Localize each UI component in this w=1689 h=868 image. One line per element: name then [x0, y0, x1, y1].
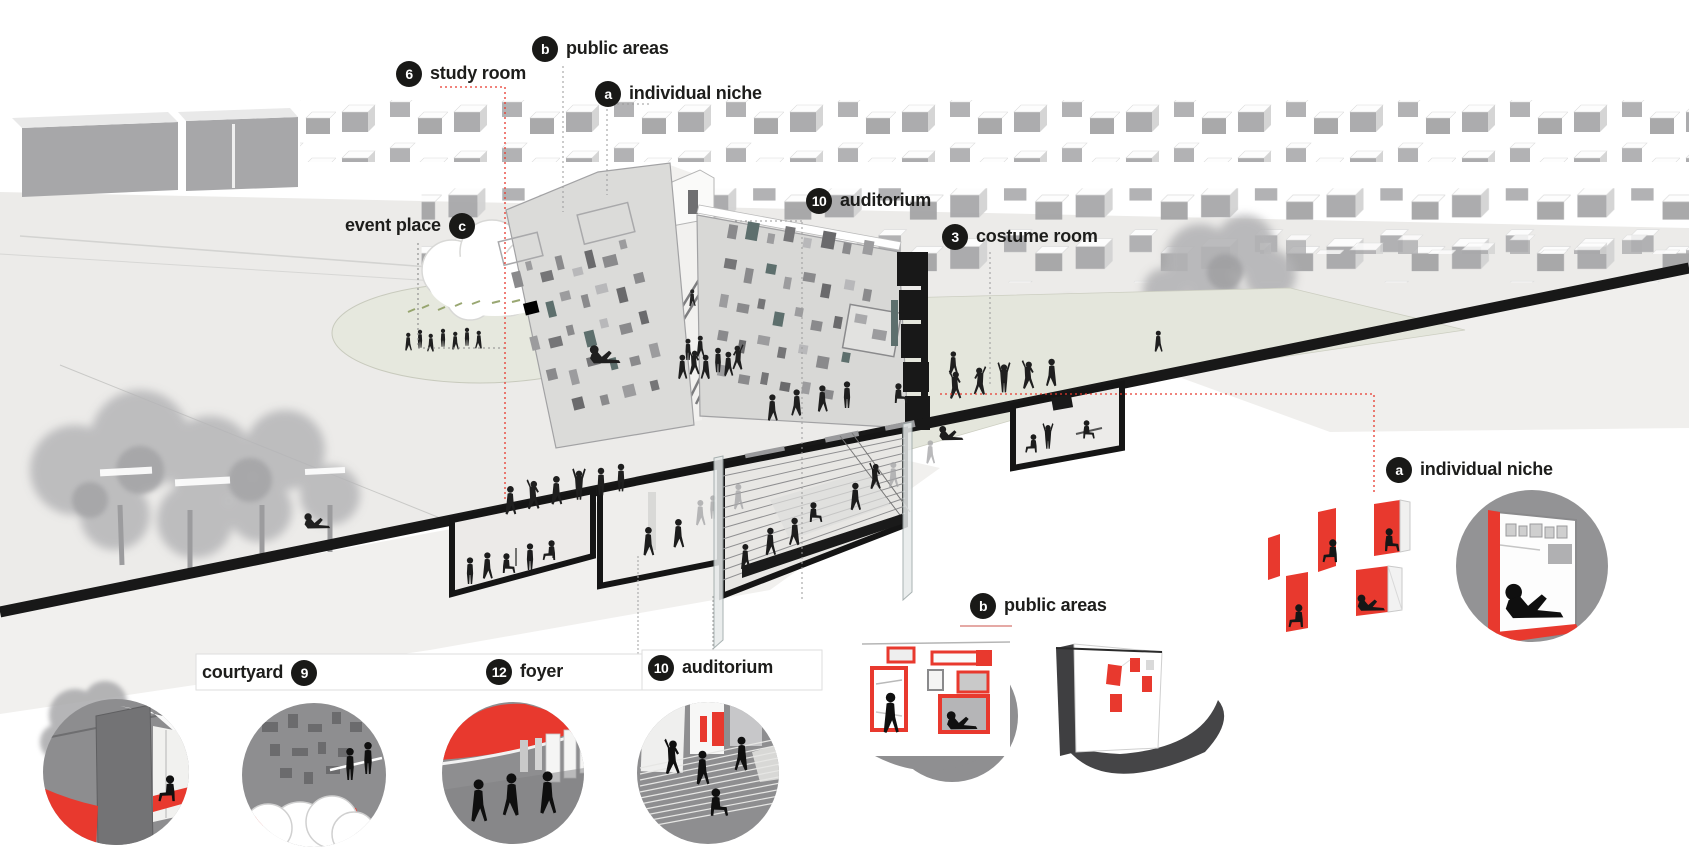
- vignette-foyer: [442, 702, 584, 844]
- label-public-areas-bottom: b public areas: [970, 592, 1107, 619]
- badge-foyer: 12: [486, 658, 512, 685]
- badge-auditorium-bottom: 10: [648, 654, 674, 681]
- label-individual-niche-right-text: individual niche: [1420, 459, 1553, 479]
- label-auditorium-top: 10 auditorium: [806, 187, 931, 214]
- trees-left: [30, 390, 360, 572]
- badge-courtyard: 9: [291, 659, 318, 686]
- windows-left: [497, 201, 661, 411]
- label-costume-room: 3 costume room: [942, 223, 1098, 250]
- underground-section: [449, 380, 1125, 650]
- badge-individual-niche-right: a: [1386, 456, 1412, 483]
- vignette-courtyard-facade: [242, 703, 386, 847]
- detail-circle-individual-niche: [1456, 490, 1608, 642]
- vignette-public-areas-cube: [1055, 643, 1225, 774]
- windows-right: [716, 221, 903, 400]
- label-auditorium-bottom-text: auditorium: [682, 657, 773, 677]
- label-public-areas-top: b public areas: [532, 35, 669, 62]
- label-individual-niche-top: a individual niche: [595, 80, 762, 107]
- label-foyer-text: foyer: [520, 661, 564, 681]
- label-public-areas-top-text: public areas: [566, 38, 669, 58]
- badge-event-place: c: [448, 212, 475, 239]
- room-media: [1010, 380, 1125, 472]
- label-costume-room-text: costume room: [976, 226, 1098, 246]
- red-window-flaps: [1106, 658, 1154, 712]
- room-corridor: [597, 462, 723, 590]
- label-public-areas-bottom-text: public areas: [1004, 595, 1107, 615]
- badge-individual-niche-top: a: [595, 80, 621, 107]
- badge-costume-room: 3: [942, 223, 968, 250]
- label-event-place-text: event place: [345, 215, 441, 235]
- vignette-auditorium: [637, 702, 779, 844]
- plaza-grass: [407, 297, 541, 313]
- badge-auditorium-top: 10: [806, 187, 832, 214]
- label-study-room: 6 study room: [396, 60, 526, 87]
- badge-public-areas-top: b: [532, 35, 558, 62]
- badge-public-areas-bottom: b: [970, 592, 996, 619]
- red-niches: [870, 646, 992, 734]
- vignette-courtyard-interior: [40, 681, 189, 845]
- label-study-room-text: study room: [430, 63, 527, 83]
- label-auditorium-bottom: 10 auditorium: [648, 654, 773, 681]
- label-event-place: event place c: [345, 212, 475, 239]
- label-courtyard-text: courtyard: [202, 662, 284, 682]
- sunken-stairs: [719, 426, 936, 601]
- red-niche-panels: [1268, 499, 1411, 632]
- label-individual-niche-right: a individual niche: [1386, 456, 1553, 483]
- room-band-practice: [449, 487, 596, 598]
- label-foyer: 12 foyer: [486, 658, 563, 685]
- label-auditorium-top-text: auditorium: [840, 190, 931, 210]
- label-courtyard: courtyard 9: [202, 659, 318, 686]
- badge-study-room: 6: [396, 60, 422, 87]
- label-individual-niche-top-text: individual niche: [629, 83, 762, 103]
- vignette-public-areas-interior: [861, 641, 1018, 782]
- glass-fins: [713, 421, 913, 650]
